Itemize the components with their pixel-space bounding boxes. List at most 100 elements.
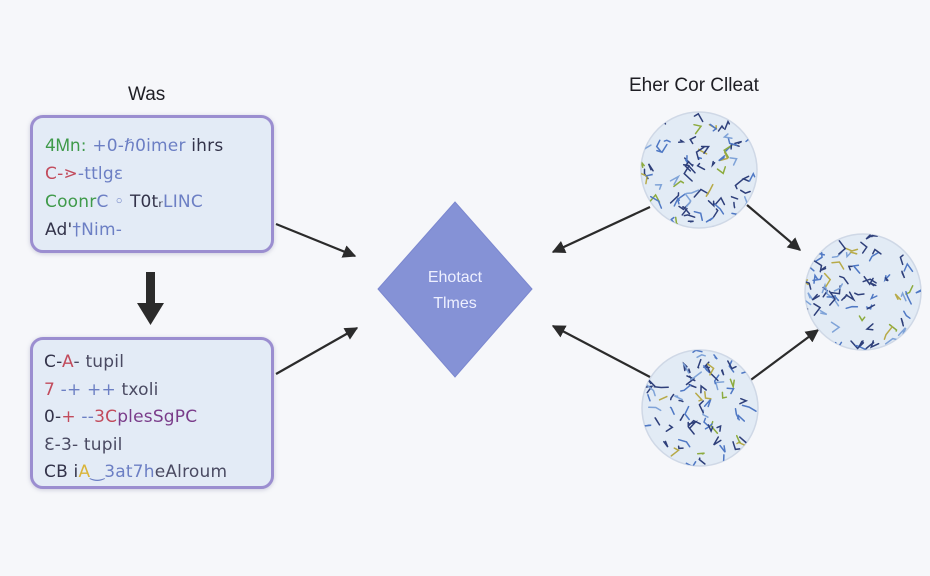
code-token: 7 xyxy=(44,379,56,400)
texture-stroke xyxy=(692,350,703,353)
texture-stroke xyxy=(704,390,712,400)
texture-stroke xyxy=(696,452,705,455)
code-line: C-A- tupil xyxy=(44,349,271,377)
texture-stroke xyxy=(812,274,823,282)
texture-stroke xyxy=(688,383,697,389)
texture-stroke xyxy=(719,151,729,162)
texture-stroke xyxy=(826,295,836,298)
texture-stroke xyxy=(834,296,840,302)
code-token: Ad' xyxy=(45,220,73,240)
texture-stroke xyxy=(696,353,706,359)
texture-stroke xyxy=(899,254,904,266)
texture-stroke xyxy=(819,309,828,316)
texture-stroke xyxy=(869,281,877,287)
texture-stroke xyxy=(733,201,736,209)
code-token: †Ni xyxy=(72,220,99,240)
code-token: ttlgε xyxy=(84,164,124,184)
code-token: +0-ℏ0imer xyxy=(86,136,186,156)
texture-stroke xyxy=(689,136,697,145)
texture-stroke xyxy=(716,166,727,175)
texture-stroke xyxy=(711,160,716,168)
texture-stroke xyxy=(915,288,921,294)
texture-stroke xyxy=(682,363,690,374)
code-token: A xyxy=(62,352,74,372)
code-token: A xyxy=(78,462,91,482)
texture-stroke xyxy=(670,447,680,457)
texture-stroke xyxy=(845,305,859,310)
texture-stroke xyxy=(852,264,861,274)
texture-stroke xyxy=(839,275,849,285)
code-line: 4Ꮇn: +0-ℏ0imer ihrs xyxy=(45,132,271,160)
texture-stroke xyxy=(741,404,757,412)
texture-stroke xyxy=(847,265,853,271)
texture-stroke xyxy=(717,124,725,132)
center-label-line-2: Tlmes xyxy=(433,295,477,312)
texture-stroke xyxy=(903,327,907,333)
texture-stroke xyxy=(720,369,725,376)
arrow-right-icon xyxy=(747,329,820,383)
texture-stroke xyxy=(807,292,814,301)
code-line: C-⋗-ttlgε xyxy=(45,160,271,188)
texture-stroke xyxy=(884,337,898,345)
texture-stroke xyxy=(669,192,680,204)
code-token: C ◦ xyxy=(96,192,130,212)
texture-stroke xyxy=(684,192,692,208)
code-token: - xyxy=(77,164,85,184)
texture-stroke xyxy=(865,234,875,240)
texture-stroke xyxy=(805,298,812,306)
texture-stroke xyxy=(684,155,688,165)
texture-stroke xyxy=(647,163,654,172)
texture-stroke xyxy=(900,291,907,302)
texture-stroke xyxy=(830,321,841,333)
code-line: Ad'†Nim- xyxy=(45,216,271,244)
texture-stroke xyxy=(663,139,671,143)
code-line: Ɛ-3- tupil xyxy=(44,432,271,460)
texture-stroke xyxy=(687,220,694,223)
texture-stroke xyxy=(738,436,748,444)
texture-stroke xyxy=(831,261,845,270)
texture-stroke xyxy=(693,210,704,222)
texture-stroke xyxy=(713,202,725,215)
code-token: ‿ xyxy=(90,462,105,482)
texture-stroke xyxy=(727,137,738,146)
texture-stroke xyxy=(665,424,674,432)
texture-stroke xyxy=(727,360,737,370)
texture-stroke xyxy=(658,395,668,401)
texture-stroke xyxy=(712,226,718,228)
texture-stroke xyxy=(833,283,844,292)
texture-stroke xyxy=(841,293,848,301)
texture-stroke xyxy=(706,350,712,351)
texture-stroke xyxy=(693,188,709,198)
texture-stroke xyxy=(883,274,891,283)
texture-stroke xyxy=(700,384,707,394)
texture-stroke xyxy=(713,354,718,360)
texture-stroke xyxy=(643,424,652,427)
texture-stroke xyxy=(705,217,714,223)
code-line: CoonrC ◦ T0tᵣLINC xyxy=(45,188,271,216)
texture-stroke xyxy=(739,397,749,405)
code-token: m- xyxy=(98,220,123,240)
texture-stroke xyxy=(713,374,720,385)
code-token: ⋗ xyxy=(63,164,78,184)
texture-stroke xyxy=(897,326,906,337)
texture-stroke xyxy=(700,145,711,154)
code-token: txoli xyxy=(115,379,159,400)
texture-stroke xyxy=(828,290,836,306)
code-line: 7 -+ ++ txoli xyxy=(44,377,271,405)
texture-stroke xyxy=(729,378,735,390)
code-token: Coonr xyxy=(45,192,97,212)
texture-stroke xyxy=(681,206,691,215)
texture-stroke xyxy=(685,189,700,195)
texture-stroke xyxy=(855,344,867,350)
code-token: 3at7h xyxy=(104,462,155,482)
texture-stroke xyxy=(696,162,706,171)
arrow-left-icon xyxy=(551,206,651,253)
texture-stroke xyxy=(905,290,912,305)
texture-stroke xyxy=(684,160,692,172)
texture-stroke xyxy=(669,174,681,186)
arrow-down-icon xyxy=(137,272,164,325)
texture-stroke xyxy=(655,139,662,153)
texture-stroke xyxy=(838,240,847,255)
